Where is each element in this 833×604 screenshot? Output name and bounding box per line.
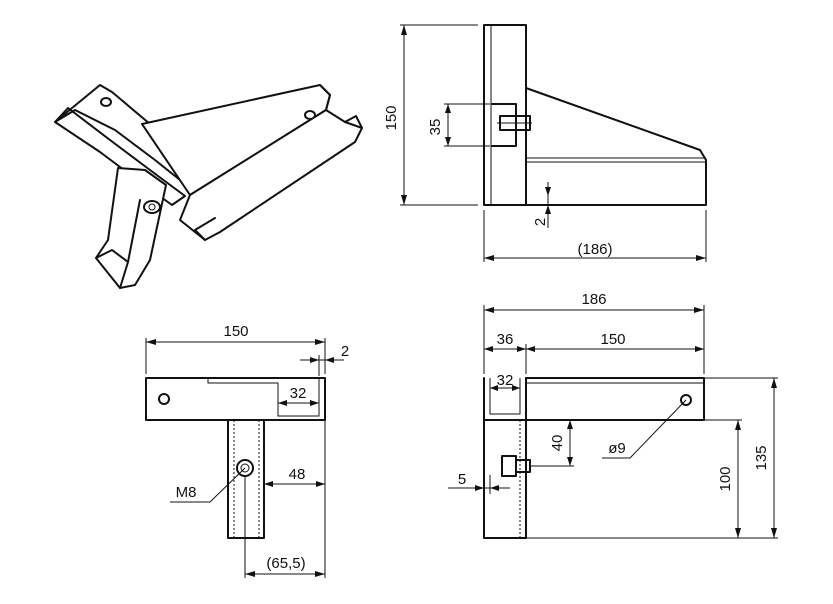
hole-icon — [158, 393, 170, 405]
dim-100: 100 — [717, 466, 734, 491]
hole-icon — [304, 110, 316, 120]
dim-36: 36 — [497, 331, 514, 348]
dim-150-top: 150 — [600, 331, 625, 348]
dim-135: 135 — [753, 445, 770, 470]
dim-32-front: 32 — [290, 385, 307, 402]
dim-186: 186 — [581, 291, 606, 308]
front-view: 150 2 32 48 M8 (65,5) — [145, 323, 349, 578]
top-view: 186 36 150 32 ø9 40 5 — [448, 291, 778, 539]
label-dia-9: ø9 — [608, 440, 626, 457]
dim-150-front: 150 — [223, 323, 248, 340]
bolt-icon — [143, 200, 161, 214]
dim-65-5: (65,5) — [266, 555, 305, 572]
side-view: 150 35 2 (186) — [383, 24, 707, 262]
dim-150-side: 150 — [383, 105, 400, 130]
hole-icon — [680, 394, 692, 406]
dim-2-front: 2 — [341, 343, 349, 360]
dim-48: 48 — [289, 466, 306, 483]
dim-32-top: 32 — [497, 372, 514, 389]
dim-2-side: 2 — [532, 218, 549, 226]
dim-186-ref: (186) — [577, 241, 612, 258]
dim-40: 40 — [549, 435, 566, 452]
label-m8: M8 — [176, 484, 197, 501]
dim-5: 5 — [458, 471, 466, 488]
isometric-view — [54, 84, 363, 289]
dim-35: 35 — [427, 119, 444, 136]
hole-icon — [100, 97, 112, 107]
